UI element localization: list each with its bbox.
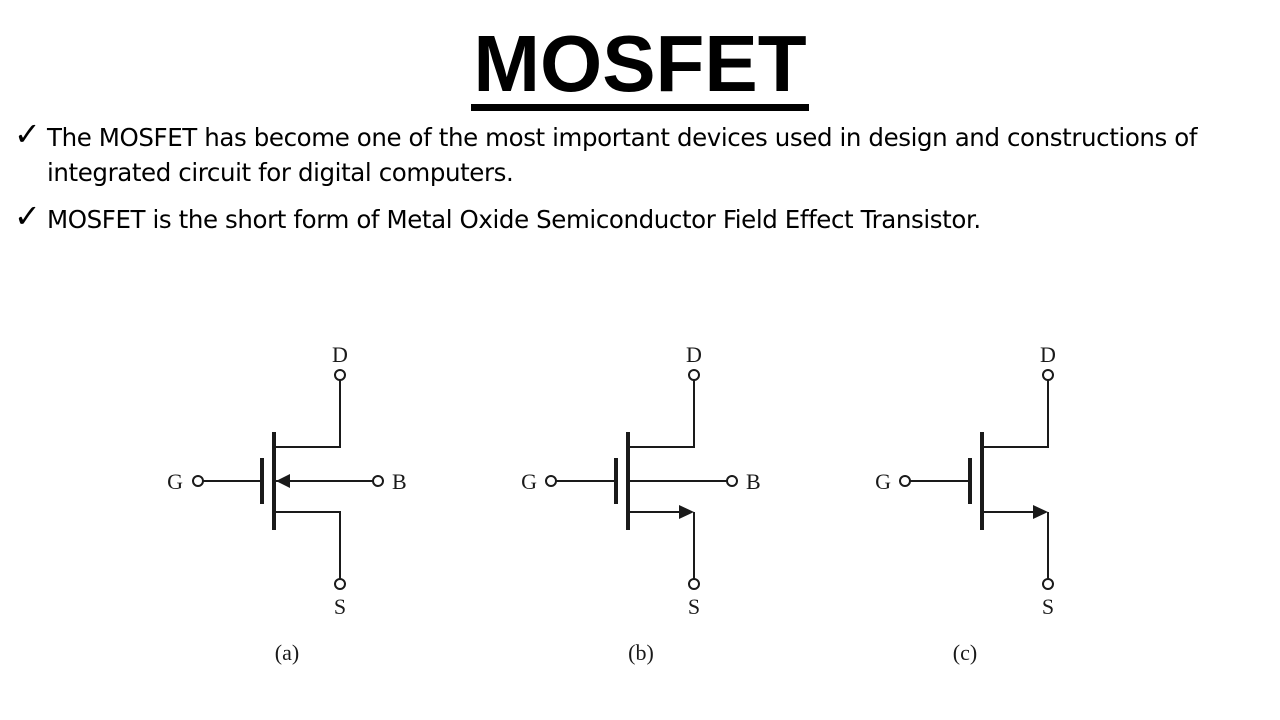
mosfet-symbol-b <box>545 369 738 590</box>
drain-label: D <box>1040 342 1056 367</box>
slide-title: MOSFET <box>0 18 1280 111</box>
bullet-item: ✓ The MOSFET has become one of the most … <box>14 115 1276 190</box>
caption-label: (a) <box>275 640 299 665</box>
source-terminal <box>688 578 700 590</box>
gate-terminal <box>545 475 557 487</box>
drain-lead <box>982 380 1049 448</box>
checkmark-icon: ✓ <box>14 115 41 153</box>
arrow-icon <box>679 505 694 519</box>
mosfet-symbol-c <box>899 369 1054 590</box>
gate-terminal <box>192 475 204 487</box>
bullet-item: ✓ MOSFET is the short form of Metal Oxid… <box>14 197 1276 237</box>
drain-terminal <box>334 369 346 381</box>
bullet-list: ✓ The MOSFET has become one of the most … <box>14 115 1276 237</box>
mosfet-symbol-a <box>192 369 384 590</box>
body-terminal <box>372 475 384 487</box>
source-label: S <box>688 594 700 619</box>
body-label: B <box>392 469 407 494</box>
drain-terminal <box>688 369 700 381</box>
body-terminal <box>726 475 738 487</box>
arrow-icon <box>276 474 290 488</box>
drain-terminal <box>1042 369 1054 381</box>
drain-lead <box>628 380 695 448</box>
caption-label: (b) <box>628 640 654 665</box>
source-label: S <box>334 594 346 619</box>
gate-label: G <box>167 469 183 494</box>
drain-label: D <box>332 342 348 367</box>
bullet-text: The MOSFET has become one of the most im… <box>47 123 1198 187</box>
caption-label: (c) <box>953 640 977 665</box>
bullet-text: MOSFET is the short form of Metal Oxide … <box>47 205 981 234</box>
arrow-icon <box>1033 505 1048 519</box>
gate-label: G <box>875 469 891 494</box>
drain-label: D <box>686 342 702 367</box>
drain-lead <box>274 380 341 448</box>
slide-title-text: MOSFET <box>471 24 809 111</box>
gate-label: G <box>521 469 537 494</box>
source-lead <box>274 511 341 579</box>
checkmark-icon: ✓ <box>14 197 41 235</box>
gate-terminal <box>899 475 911 487</box>
source-terminal <box>1042 578 1054 590</box>
body-label: B <box>746 469 761 494</box>
source-label: S <box>1042 594 1054 619</box>
source-terminal <box>334 578 346 590</box>
